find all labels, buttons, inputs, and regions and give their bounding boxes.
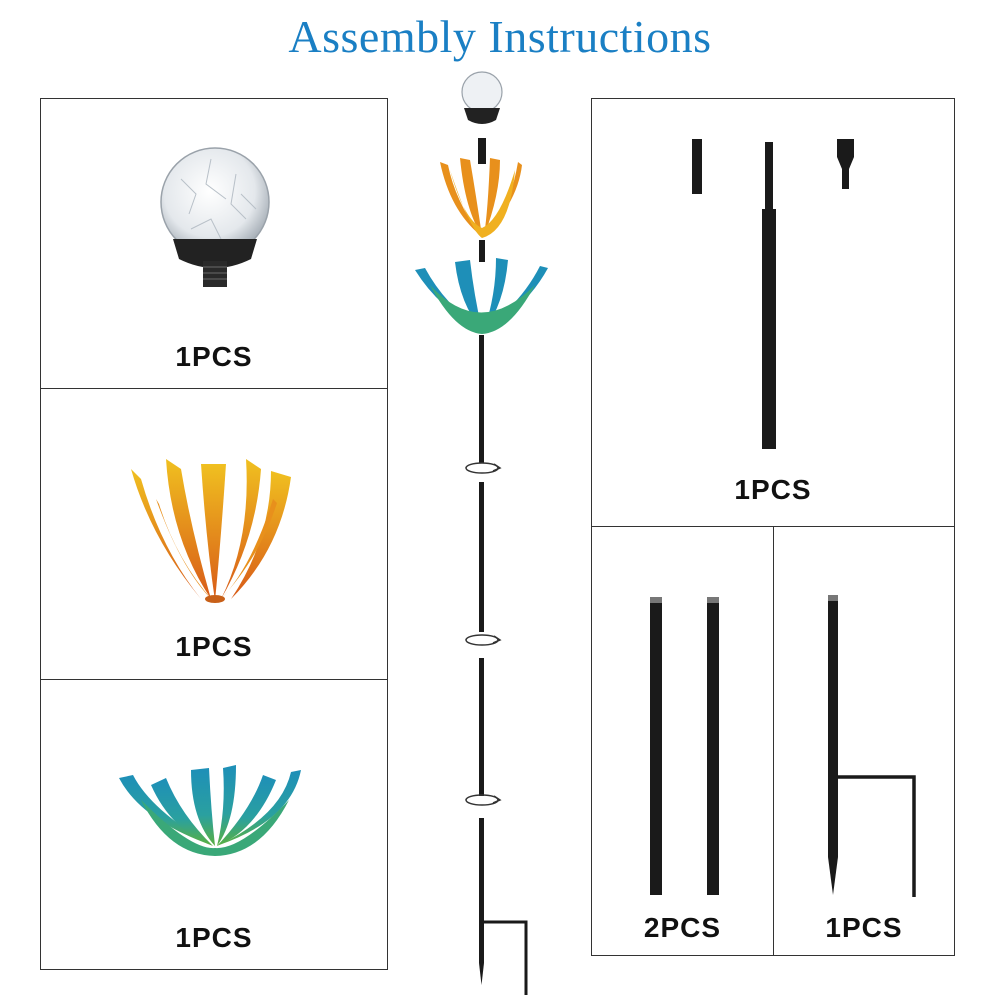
solar-globe-light-icon xyxy=(160,147,270,287)
quantity-label: 1PCS xyxy=(175,922,253,953)
rotate-arrow-icon xyxy=(465,634,502,646)
pole-connectors-icon xyxy=(692,139,854,449)
quantity-label: 1PCS xyxy=(734,474,812,505)
part-panel-teal-flower: 1PCS xyxy=(40,679,388,970)
page-title: Assembly Instructions xyxy=(288,11,712,62)
part-panel-middle-poles: 2PCS xyxy=(591,526,774,956)
teal-metal-flower-icon xyxy=(119,765,301,856)
rotate-arrow-icon xyxy=(465,794,502,806)
part-panel-solar-light: 1PCS xyxy=(40,98,388,389)
orange-metal-flower-icon xyxy=(131,459,291,603)
middle-poles-icon xyxy=(650,597,719,895)
ground-stake-icon xyxy=(828,595,916,897)
quantity-label: 1PCS xyxy=(175,631,253,662)
part-panel-orange-flower: 1PCS xyxy=(40,388,388,680)
quantity-label: 1PCS xyxy=(825,912,903,943)
part-panel-ground-stake: 1PCS xyxy=(773,526,955,956)
rotate-arrow-icon xyxy=(465,462,502,474)
quantity-label: 1PCS xyxy=(175,341,253,372)
part-panel-connectors-pole: 1PCS xyxy=(591,98,955,527)
quantity-label: 2PCS xyxy=(643,912,722,943)
assembled-stake-light-icon xyxy=(415,71,548,995)
